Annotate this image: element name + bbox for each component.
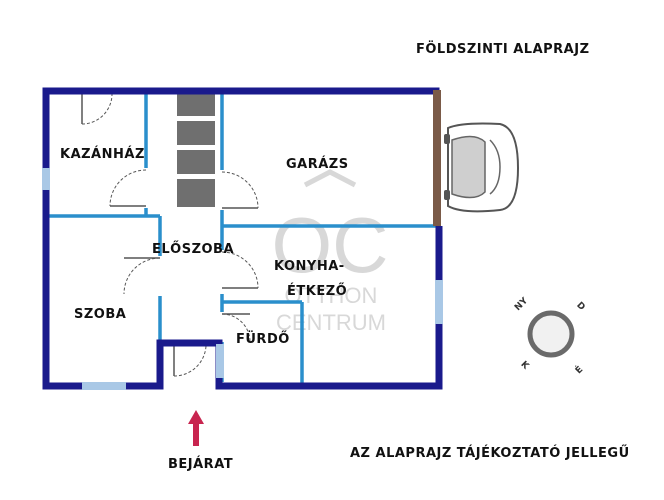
compass-n: É (572, 363, 585, 376)
disclaimer-note: AZ ALAPRAJZ TÁJÉKOZTATÓ JELLEGŰ (350, 446, 630, 461)
watermark-line1: OTTHON (285, 283, 378, 308)
doors (80, 86, 259, 377)
watermark-line2: CENTRUM (276, 310, 386, 335)
watermark-monogram: OC (272, 201, 389, 289)
room-label-kazanhaz: KAZÁNHÁZ (60, 147, 145, 162)
compass-w: NY (513, 296, 530, 313)
watermark-logo: OC OTTHON CENTRUM (272, 169, 389, 335)
windows (42, 168, 443, 390)
compass-icon: NY D K É (513, 296, 587, 377)
room-label-konyha-line1: KONYHA- (274, 259, 345, 274)
room-label-szoba: SZOBA (74, 307, 127, 322)
stairs (177, 92, 215, 207)
room-label-garazs: GARÁZS (286, 157, 349, 172)
car-icon (444, 122, 520, 213)
compass-e: K (518, 360, 531, 373)
room-label-konyha-line2: ÉTKEZŐ (287, 284, 348, 299)
entrance-arrow-icon (188, 410, 204, 446)
outer-walls (42, 87, 443, 390)
entrance-label: BEJÁRAT (168, 457, 234, 472)
room-label-furdo: FÜRDŐ (236, 332, 290, 347)
garage-door (433, 90, 441, 226)
page-title: FÖLDSZINTI ALAPRAJZ (416, 42, 590, 57)
compass-s: D (574, 300, 586, 312)
room-label-eloszoba: ELŐSZOBA (152, 242, 235, 257)
